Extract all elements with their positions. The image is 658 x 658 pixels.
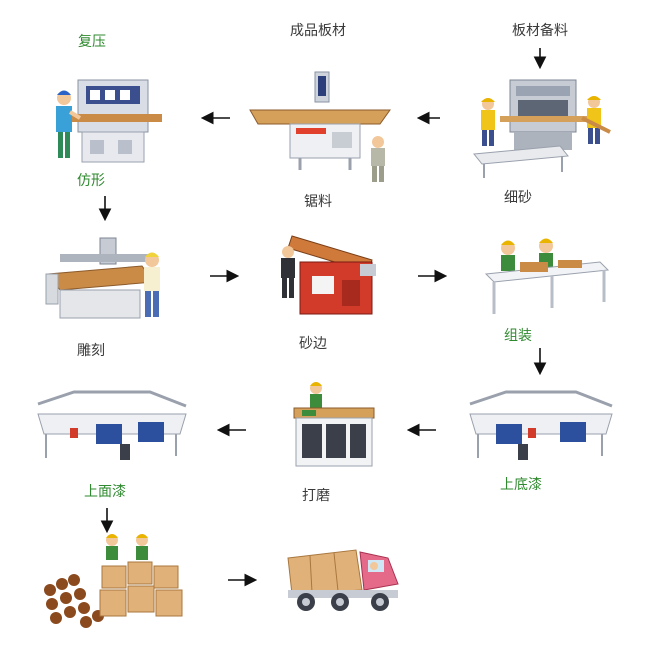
assembly-table-illustration xyxy=(484,238,610,314)
label-shangmianqi: 上面漆 xyxy=(84,484,126,500)
pressing-machine-illustration xyxy=(56,79,162,163)
delivery-truck-illustration xyxy=(287,549,399,611)
edge-sander-illustration xyxy=(281,235,376,315)
polishing-station-illustration xyxy=(293,382,375,467)
sanding-machine-illustration xyxy=(473,79,611,178)
saw-machine-illustration xyxy=(249,71,391,182)
label-shabian: 砂边 xyxy=(299,336,327,352)
label-shangdiqi: 上底漆 xyxy=(500,477,542,493)
topcoat-line-illustration xyxy=(37,390,187,460)
label-fangxing: 仿形 xyxy=(77,173,105,189)
cnc-router-illustration xyxy=(45,237,160,319)
primer-coating-line-illustration xyxy=(469,390,613,460)
label-damo: 打磨 xyxy=(302,488,330,504)
label-juliao: 锯料 xyxy=(304,194,332,210)
label-chengpin: 成品板材 xyxy=(290,23,346,39)
label-beiliao: 板材备料 xyxy=(512,23,568,39)
label-fuya: 复压 xyxy=(78,34,106,50)
label-zuzhuang: 组装 xyxy=(504,328,532,344)
label-diaoke: 雕刻 xyxy=(77,343,105,359)
packing-boxes-illustration xyxy=(44,534,183,628)
label-xisha: 细砂 xyxy=(504,190,532,206)
